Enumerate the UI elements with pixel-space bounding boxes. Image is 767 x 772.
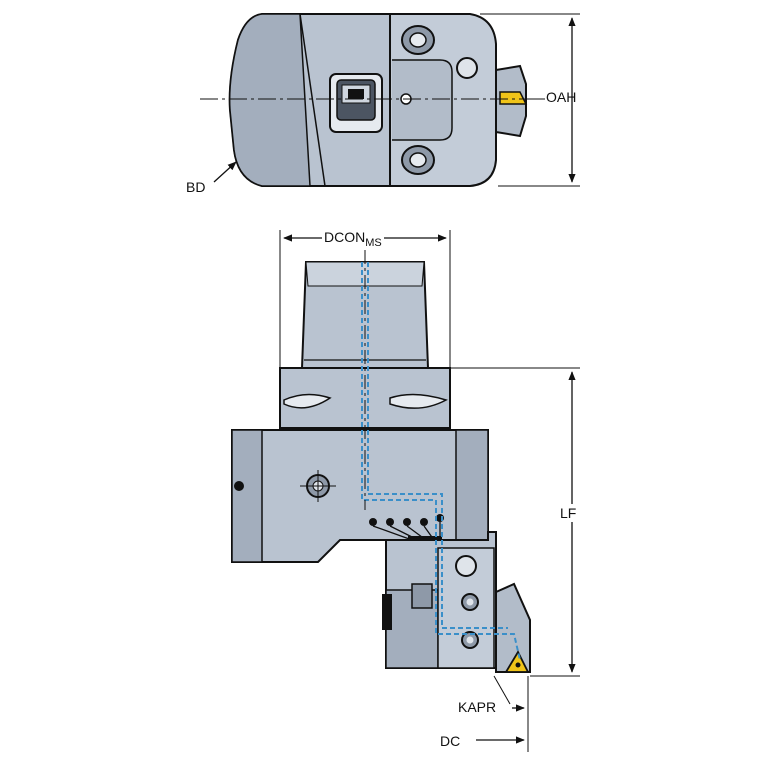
front-view — [231, 230, 580, 752]
screw-icon — [401, 25, 435, 55]
coolant-channel — [361, 262, 521, 661]
screw-icon — [455, 555, 477, 577]
screw-icon — [461, 631, 479, 649]
dcon-label: DCONMS — [322, 229, 384, 249]
bd-label: BD — [186, 179, 206, 195]
top-view — [200, 13, 580, 187]
dc-label: DC — [440, 733, 461, 749]
screw-icon — [461, 593, 479, 611]
insert-holder — [495, 582, 531, 673]
lf-label: LF — [560, 504, 577, 522]
kapr-label: KAPR — [458, 699, 497, 715]
screw-icon — [234, 481, 244, 491]
top-view-chamfer — [228, 13, 311, 187]
oah-label: OAH — [546, 89, 577, 105]
insert-icon — [499, 91, 528, 105]
dcon-label-subscript: MS — [365, 237, 382, 249]
screw-icon — [456, 57, 478, 79]
screw-icon — [401, 145, 435, 175]
insert-icon — [504, 650, 530, 673]
screw-icon — [300, 470, 336, 502]
dcon-label-text: DCON — [324, 229, 366, 245]
